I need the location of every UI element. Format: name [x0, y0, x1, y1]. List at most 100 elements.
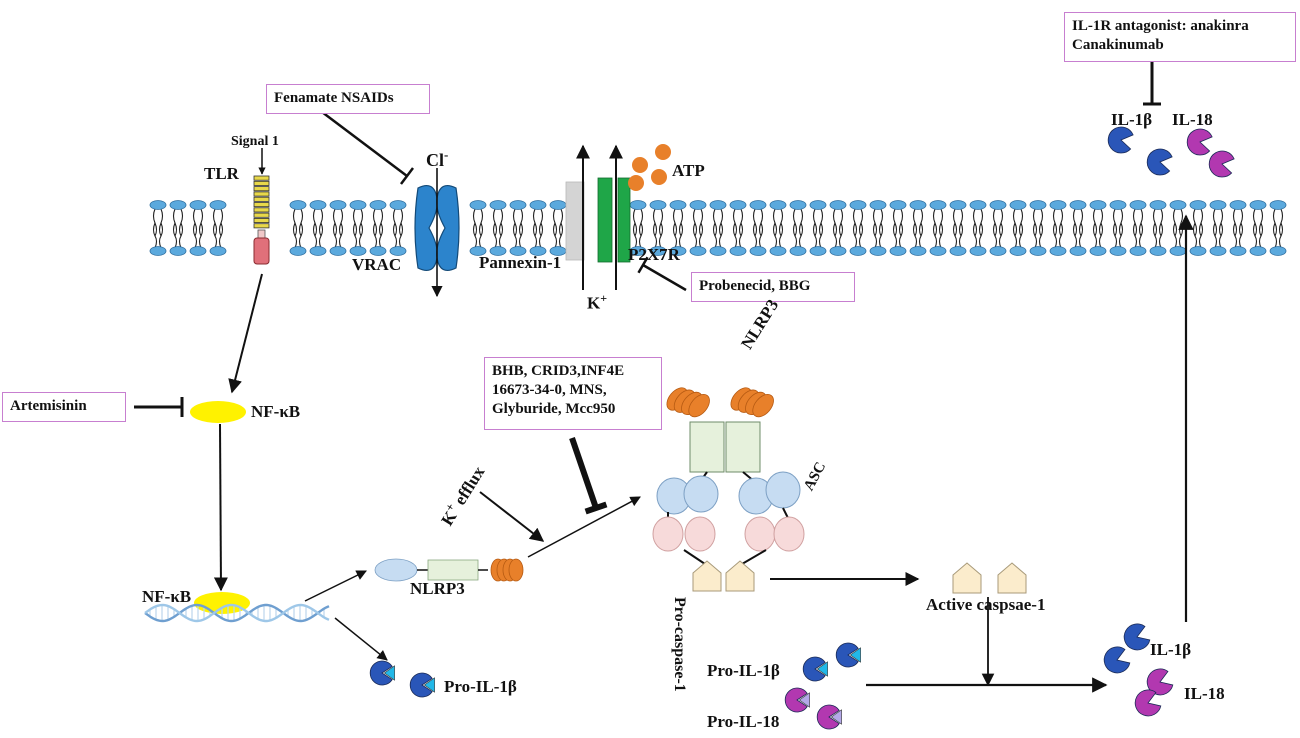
- cell-membrane: [149, 200, 1287, 256]
- potassium-symbol: K: [587, 293, 601, 313]
- nlrp3-inhibitors-box: BHB, CRID3,INF4E 16673-34-0, MNS, Glybur…: [484, 357, 662, 430]
- signal1-label: Signal 1: [231, 134, 279, 149]
- lipid-head: [969, 246, 987, 256]
- lipid-tail: [472, 222, 484, 249]
- lipid-head: [389, 200, 407, 210]
- tlr-to-nfkb-arrow: [228, 273, 263, 394]
- lipid-head: [1069, 200, 1087, 210]
- tlr-label: TLR: [204, 164, 239, 183]
- lipid-head: [1109, 200, 1127, 210]
- lipid-tail: [992, 222, 1004, 249]
- lipid-tail: [1012, 208, 1024, 237]
- lipid-head: [669, 246, 687, 256]
- pro-il1b-body: [369, 660, 393, 686]
- pro-il18-propeptide: [830, 709, 842, 725]
- transcription-nlrp3-arrow: [304, 570, 367, 602]
- lipid-head: [489, 246, 507, 256]
- atp-molecule: [632, 157, 648, 173]
- il1b-secreted-body: [1107, 126, 1134, 154]
- lipid-tail: [972, 208, 984, 237]
- lipid-head: [509, 200, 527, 210]
- lipid-tail: [632, 222, 644, 249]
- lipid-head: [1109, 246, 1127, 256]
- lipid-head: [529, 200, 547, 210]
- lipid-tail: [1192, 208, 1204, 237]
- lipid-head: [689, 200, 707, 210]
- lipid-tail: [212, 222, 224, 249]
- lipid-tail: [392, 208, 404, 237]
- lipid-tail: [872, 208, 884, 237]
- lrr-repeat: [688, 393, 710, 418]
- lrr-repeat: [752, 393, 774, 418]
- chloride-symbol: Cl: [426, 150, 444, 170]
- lipid-head: [1089, 246, 1107, 256]
- tlr-domain-stripe: [253, 217, 270, 223]
- lipid-tail: [1252, 222, 1264, 249]
- lipid-tail: [1232, 222, 1244, 249]
- pro-il1b-propeptide: [383, 665, 395, 681]
- il1r-antagonist-box: IL-1R antagonist: anakinra Canakinumab: [1064, 12, 1296, 62]
- pro-caspase-domain: [725, 560, 755, 592]
- il18-secreted-body: [1186, 128, 1213, 156]
- lipid-tail: [672, 208, 684, 237]
- lipid-head: [169, 200, 187, 210]
- lipid-head: [929, 246, 947, 256]
- lipid-head: [1269, 200, 1287, 210]
- transcription-pro-il1b-arrow: [334, 617, 388, 661]
- lipid-tail: [752, 208, 764, 237]
- il1b-right-label: IL-1β: [1150, 640, 1192, 659]
- nlrp3-nacht-domain: [427, 559, 479, 581]
- lipid-tail: [352, 222, 364, 249]
- pro-il1b: [835, 642, 861, 668]
- lipid-tail: [192, 222, 204, 249]
- tlr-domain-stripe: [253, 196, 270, 202]
- lipid-tail: [392, 222, 404, 249]
- il18-mature-body: [1134, 689, 1162, 717]
- atp-label: ATP: [672, 161, 705, 180]
- lipid-head: [809, 200, 827, 210]
- lipid-head: [209, 200, 227, 210]
- pro-il1b-body: [835, 642, 859, 668]
- lipid-tail: [1092, 208, 1104, 237]
- lipid-head: [729, 200, 747, 210]
- lipid-head: [769, 200, 787, 210]
- p2x7r-subunit-right: [617, 177, 631, 263]
- lipid-head: [1009, 246, 1027, 256]
- probenecid-bbg-label: Probenecid, BBG: [699, 278, 811, 294]
- lipid-tail: [1112, 222, 1124, 249]
- tlr-domain-stripe: [253, 191, 270, 197]
- lipid-head: [889, 200, 907, 210]
- lipid-head: [369, 200, 387, 210]
- lipid-head: [289, 246, 307, 256]
- lipid-tail: [472, 208, 484, 237]
- lipid-tail: [732, 222, 744, 249]
- lipid-head: [1169, 246, 1187, 256]
- lipid-tail: [772, 222, 784, 249]
- pro-il1b-propeptide: [849, 647, 861, 663]
- lipid-head: [729, 246, 747, 256]
- lipid-head: [1249, 200, 1267, 210]
- domain-link: [741, 549, 767, 565]
- lipid-tail: [912, 222, 924, 249]
- membrane-proteins: [144, 144, 671, 623]
- nlrp3-inhibitor-line-3: Glyburide, Mcc950: [492, 400, 616, 417]
- probenecid-inhibition: [642, 263, 687, 292]
- lipid-head: [989, 246, 1007, 256]
- lipid-head: [889, 246, 907, 256]
- lipid-tail: [832, 208, 844, 237]
- il1b-mature: [1103, 646, 1131, 674]
- lipid-tail: [1232, 208, 1244, 237]
- nacht-domain-right: [725, 421, 761, 473]
- lipid-tail: [692, 208, 704, 237]
- lipid-head: [709, 200, 727, 210]
- lipid-tail: [692, 222, 704, 249]
- lipid-head: [749, 200, 767, 210]
- il1b-secreted: [1107, 126, 1134, 154]
- lipid-head: [909, 200, 927, 210]
- lipid-tail: [812, 208, 824, 237]
- nlrp3-inhibitor-line-2: 16673-34-0, MNS,: [492, 381, 607, 398]
- active-caspase-subunit: [997, 562, 1027, 594]
- pro-il18-body: [816, 704, 840, 730]
- lipid-tail: [1052, 208, 1064, 237]
